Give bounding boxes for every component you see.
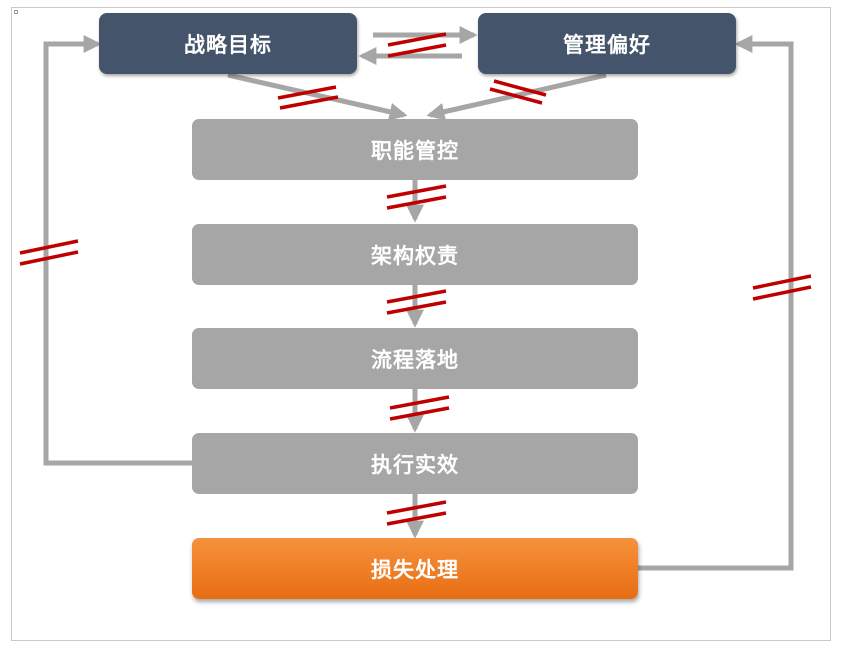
corner-marker (14, 10, 18, 14)
management-preference-node: 管理偏好 (478, 13, 736, 74)
management-preference-label: 管理偏好 (563, 32, 651, 57)
process-implementation-node: 流程落地 (192, 328, 638, 389)
loss-handling-label: 损失处理 (371, 557, 459, 582)
execution-effectiveness-label: 执行实效 (371, 452, 459, 477)
execution-effectiveness-node: 执行实效 (192, 433, 638, 494)
process-implementation-label: 流程落地 (371, 347, 459, 372)
strategy-goal-label: 战略目标 (184, 32, 272, 57)
structure-authority-node: 架构权责 (192, 224, 638, 285)
function-control-node: 职能管控 (192, 119, 638, 180)
loss-handling-node: 损失处理 (192, 538, 638, 599)
function-control-label: 职能管控 (371, 138, 459, 163)
structure-authority-label: 架构权责 (371, 243, 459, 268)
strategy-goal-node: 战略目标 (99, 13, 357, 74)
